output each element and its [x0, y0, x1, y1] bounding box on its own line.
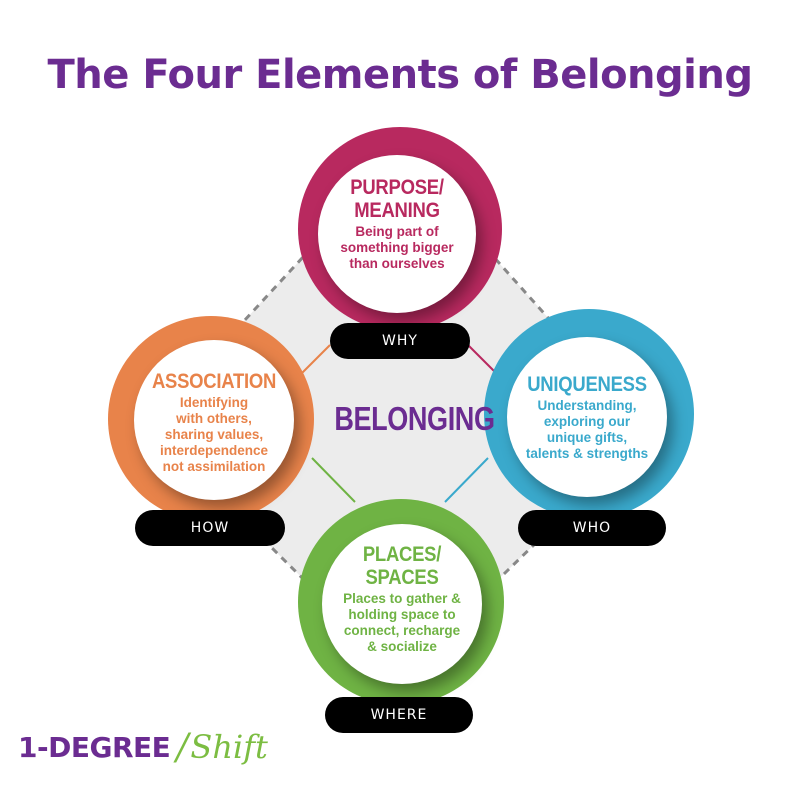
association-text: ASSOCIATION Identifying with others, sha…	[134, 370, 294, 475]
association-desc-1: Identifying	[179, 395, 249, 410]
uniqueness-circle	[507, 337, 667, 497]
uniqueness-desc-1: Understanding,	[537, 398, 637, 413]
logo-slash: /	[176, 726, 189, 768]
purpose-desc-1: Being part of	[355, 224, 439, 239]
connector-top-left	[299, 344, 331, 376]
logo-script: Shift	[190, 728, 268, 766]
connector-left-bottom	[311, 457, 356, 503]
brand-logo: 1-DEGREE / Shift	[18, 722, 268, 772]
places-desc-4: & socialize	[367, 639, 437, 654]
places-title-line1: PLACES/	[362, 543, 442, 566]
association-desc-2: with others,	[176, 411, 252, 426]
purpose-circle	[318, 155, 476, 313]
tag-why: WHY	[330, 323, 470, 359]
logo-wordmark: 1-DEGREE	[18, 730, 171, 764]
uniqueness-title: UNIQUENESS	[527, 373, 647, 396]
center-label-belonging: BELONGING	[334, 400, 495, 437]
tag-where: WHERE	[325, 697, 473, 733]
association-desc-3: sharing values,	[164, 427, 264, 442]
purpose-text: PURPOSE/ MEANING Being part of something…	[318, 176, 476, 272]
purpose-title-line1: PURPOSE/	[350, 176, 444, 199]
places-title-line2: SPACES	[365, 566, 439, 589]
uniqueness-desc-2: exploring our	[543, 414, 631, 429]
tag-who: WHO	[518, 510, 666, 546]
places-text: PLACES/ SPACES Places to gather & holdin…	[314, 543, 490, 655]
page-title: The Four Elements of Belonging	[47, 52, 753, 98]
purpose-desc-3: than ourselves	[349, 256, 445, 271]
places-desc-1: Places to gather &	[343, 591, 461, 606]
uniqueness-desc-4: talents & strengths	[525, 446, 649, 461]
association-desc-4: interdependence	[159, 443, 269, 458]
uniqueness-text: UNIQUENESS Understanding, exploring our …	[500, 373, 674, 462]
connector-top-right	[467, 344, 496, 373]
association-title: ASSOCIATION	[151, 370, 277, 393]
purpose-desc-2: something bigger	[340, 240, 454, 255]
places-desc-2: holding space to	[348, 607, 456, 622]
connector-right-bottom	[444, 457, 489, 503]
places-desc-3: connect, recharge	[343, 623, 461, 638]
uniqueness-desc-3: unique gifts,	[546, 430, 628, 445]
association-desc-5: not assimilation	[162, 459, 266, 474]
association-circle	[134, 340, 294, 500]
places-circle	[322, 524, 482, 684]
tag-how: HOW	[135, 510, 285, 546]
purpose-title-line2: MEANING	[354, 199, 440, 222]
